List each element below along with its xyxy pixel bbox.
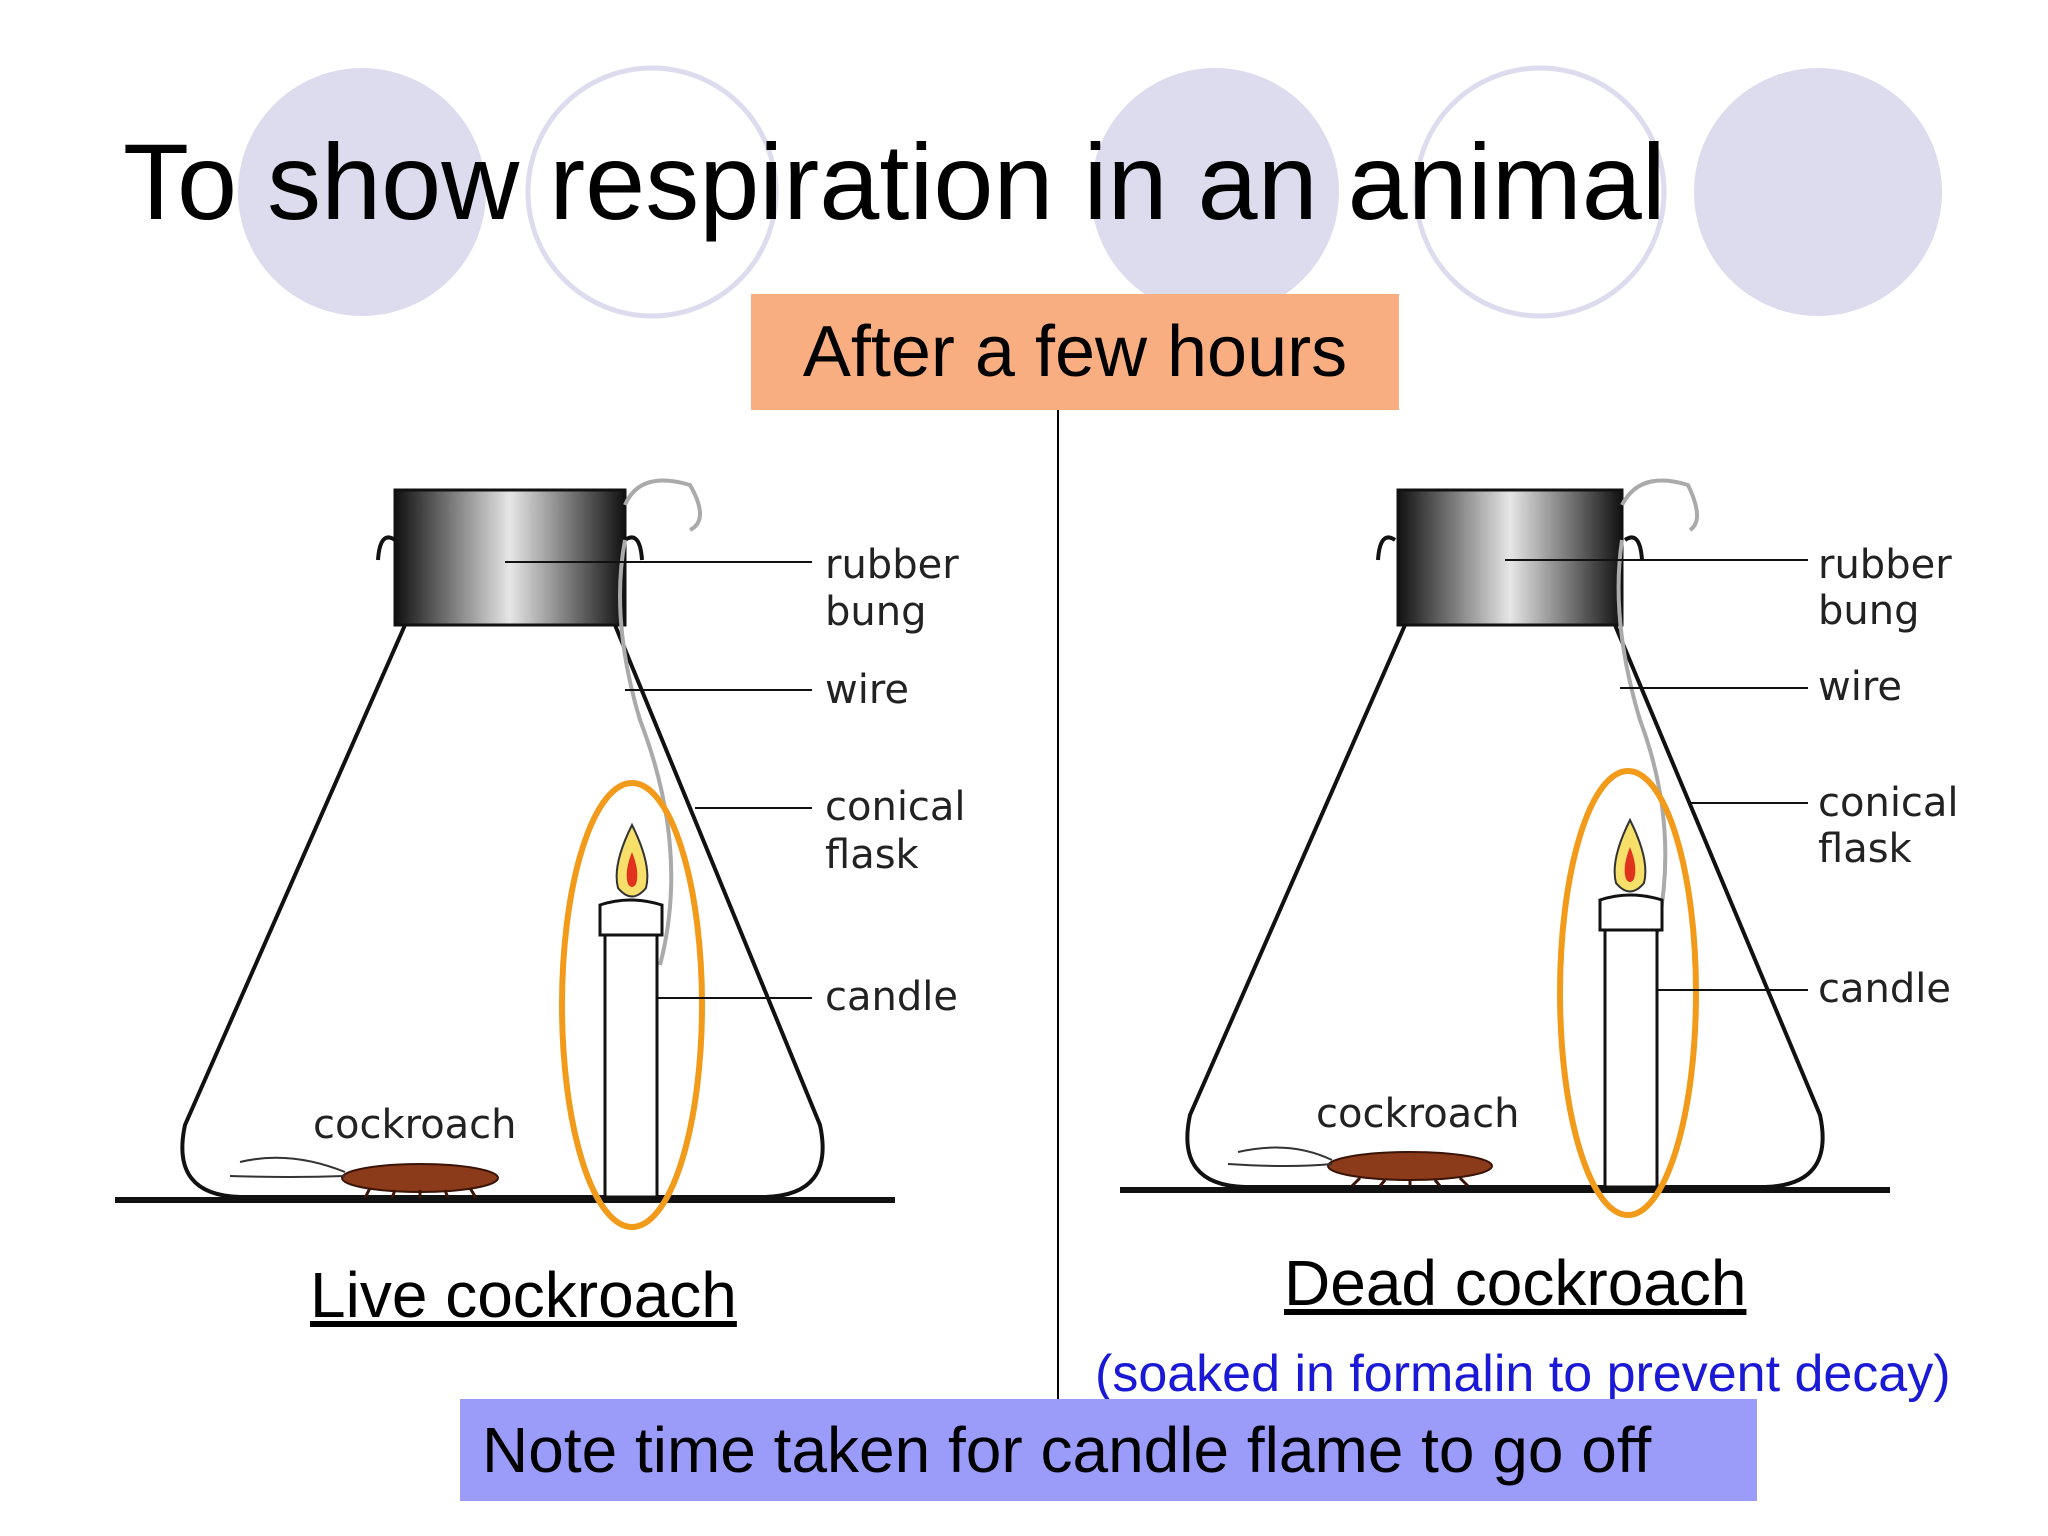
rubber-bung [1396, 488, 1624, 627]
candle [603, 918, 659, 1199]
caption-dead-cockroach-note: (soaked in formalin to prevent decay) [1095, 1345, 1951, 1403]
label-wire: wire [1818, 664, 1902, 710]
instruction-note: Note time taken for candle flame to go o… [460, 1399, 1757, 1501]
cockroach-antenna [1227, 1146, 1333, 1167]
label-conical: conical [1818, 780, 1959, 826]
conical-flask [180, 624, 825, 1199]
candle-highlight-ellipse [559, 780, 705, 1230]
label-rubber: rubber [1818, 542, 1952, 588]
candle-flame-core [1624, 847, 1636, 882]
flask-lip [623, 535, 644, 561]
center-divider [1057, 410, 1059, 1400]
deco-circle-ring [1413, 65, 1667, 319]
cockroach-antenna [229, 1156, 346, 1178]
slide-title: To show respiration in an animal [123, 121, 1666, 242]
label-conical: conical [825, 784, 966, 830]
deco-circle-ring [525, 65, 779, 319]
deco-circle-filled [1694, 68, 1942, 316]
label-flask: flask [825, 832, 920, 878]
label-bung: bung [1818, 588, 1919, 634]
candle-drips [1598, 893, 1664, 932]
label-wire: wire [825, 667, 909, 713]
cockroach-body [1327, 1151, 1493, 1181]
flask-lip [1623, 535, 1644, 561]
candle-highlight-ellipse [1557, 768, 1699, 1218]
cockroach-legs [363, 1187, 478, 1199]
flask-lip [376, 535, 397, 561]
label-cockroach: cockroach [313, 1102, 517, 1148]
label-cockroach: cockroach [1316, 1091, 1520, 1137]
label-bung: bung [825, 589, 926, 635]
label-candle: candle [1818, 966, 1951, 1012]
label-rubber: rubber [825, 542, 959, 588]
conical-flask [1185, 624, 1825, 1189]
candle-drips [598, 898, 664, 937]
rubber-bung [393, 488, 627, 627]
wire [1616, 478, 1699, 961]
subtitle-banner: After a few hours [751, 294, 1399, 410]
label-candle: candle [825, 974, 958, 1020]
candle-flame-core [626, 852, 638, 887]
cockroach-legs [1350, 1176, 1470, 1188]
caption-live-cockroach: Live cockroach [310, 1259, 737, 1331]
label-flask: flask [1818, 826, 1913, 872]
deco-circle-filled [1091, 68, 1339, 316]
caption-dead-cockroach: Dead cockroach [1284, 1247, 1747, 1319]
wire [618, 478, 702, 966]
deco-circle-filled [238, 68, 486, 316]
flask-lip [1376, 535, 1397, 561]
candle [1603, 913, 1659, 1189]
